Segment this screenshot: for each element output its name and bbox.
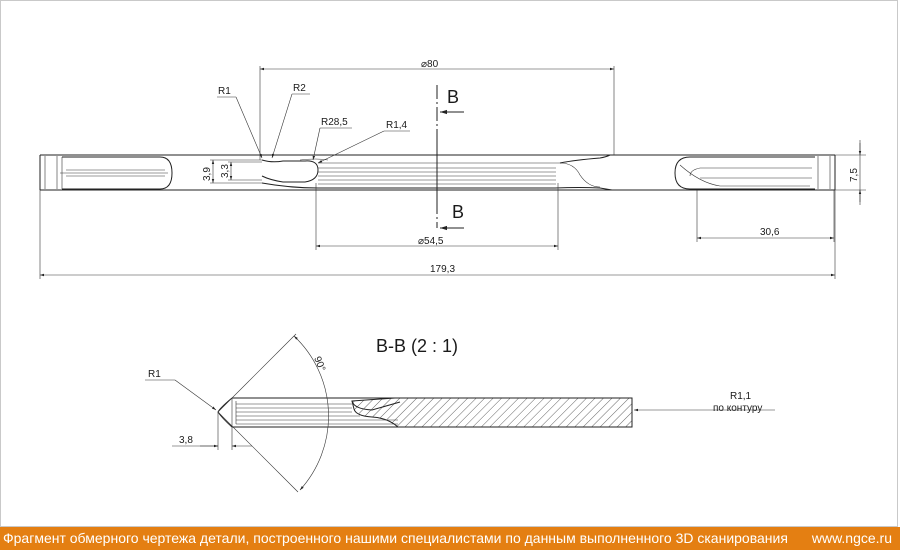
left-slot [60,156,173,190]
dim-3-8-label: 3,8 [179,435,193,446]
dim-3-9-label: 3,9 [202,167,213,181]
footer-caption-bar: Фрагмент обмерного чертежа детали, постр… [0,527,900,550]
dim-3-3-label: 3,3 [220,164,231,178]
technical-drawing: B B ⌀80 R1 R2 R28,5 R1,4 [39,59,866,493]
footer-caption: Фрагмент обмерного чертежа детали, постр… [3,530,788,546]
dim-80-label: ⌀80 [421,59,439,70]
dim-7-5-label: 7,5 [849,168,860,182]
note-contour: по контуру [713,403,762,414]
right-slot [674,156,815,190]
dim-3-8: 3,8 [172,412,252,450]
radius-leaders: R1 R2 R28,5 R1,4 [217,83,410,164]
dim-diameter-80: ⌀80 [259,59,615,160]
section-mark-top: B [447,87,459,107]
footer-site-link[interactable]: www.ngce.ru [811,530,892,546]
dim-r2-label: R2 [293,83,306,94]
dim-30-6: 30,6 [696,190,835,242]
section-body [217,397,633,428]
drawing-frame [0,0,898,527]
dim-54-5-label: ⌀54,5 [418,236,444,247]
dim-r28-5-label: R28,5 [321,117,348,128]
r1-1-note: R1,1 по контуру [634,391,775,414]
dim-depth-left: 3,9 3,3 [202,159,262,184]
dim-r1-label: R1 [218,86,231,97]
section-title: B-B (2 : 1) [376,336,458,356]
section-r1-label: R1 [148,369,161,380]
section-r1-leader: R1 [145,369,217,411]
top-view: B B ⌀80 R1 R2 R28,5 R1,4 [39,59,866,279]
section-mark-bottom: B [452,202,464,222]
dim-179-3-label: 179,3 [430,264,455,275]
angle-90-construction: 90° [217,333,329,493]
dim-7-5: 7,5 [835,140,866,205]
dim-diameter-54-5: ⌀54,5 [315,183,559,250]
dim-r1-4-label: R1,4 [386,120,408,131]
section-view: B-B (2 : 1) 90° [145,333,775,493]
note-r1-1: R1,1 [730,391,752,402]
dim-179-3: 179,3 [39,190,836,279]
dim-90-label: 90° [311,355,327,373]
dim-30-6-label: 30,6 [760,227,780,238]
